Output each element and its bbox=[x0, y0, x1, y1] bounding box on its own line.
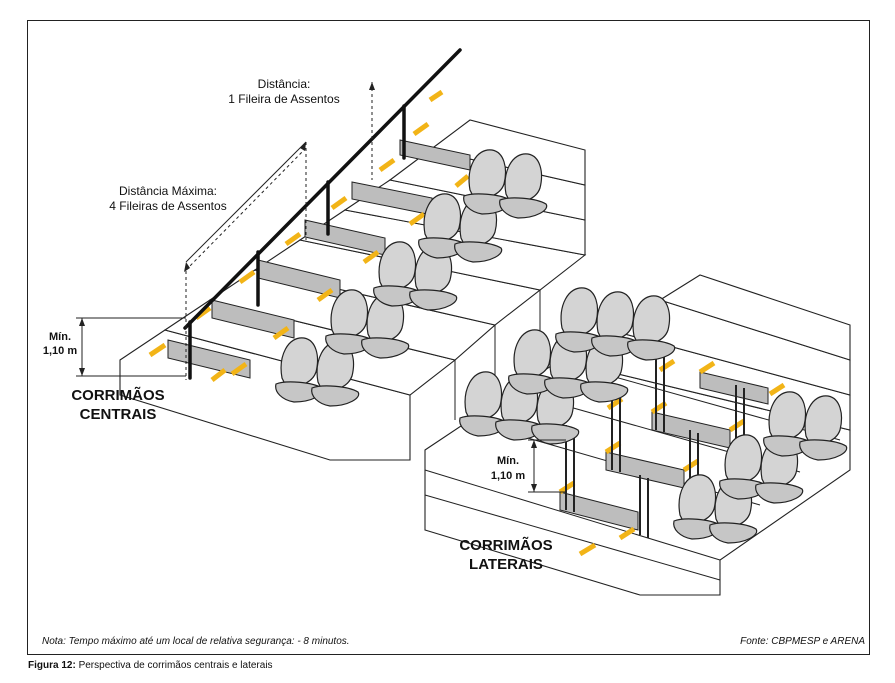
figure-caption-text: Perspectiva de corrimãos centrais e late… bbox=[78, 660, 273, 671]
lateral-handrail-stairs bbox=[424, 274, 851, 596]
min-height-right-line1: Mín. bbox=[497, 455, 519, 467]
central-handrails-title-line1: CORRIMÃOS bbox=[71, 386, 164, 404]
max-distance-label-line2: 4 Fileiras de Assentos bbox=[109, 199, 226, 213]
figure-label: Figura 12: bbox=[28, 660, 76, 671]
lateral-handrails-title-line1: CORRIMÃOS bbox=[459, 536, 552, 554]
min-height-left-line1: Mín. bbox=[49, 331, 71, 343]
distance-label-line2: 1 Fileira de Assentos bbox=[228, 92, 339, 106]
lateral-handrails-title-line2: LATERAIS bbox=[469, 556, 543, 573]
figure-source: Fonte: CBPMESP e ARENA bbox=[740, 636, 865, 647]
min-height-left-line2: 1,10 m bbox=[43, 345, 77, 357]
central-handrails-title-line2: CENTRAIS bbox=[80, 406, 157, 423]
max-distance-label-line1: Distância Máxima: bbox=[119, 184, 217, 198]
figure-caption: Figura 12: Perspectiva de corrimãos cent… bbox=[28, 660, 273, 671]
annotation-labels: Distância: 1 Fileira de Assentos Distânc… bbox=[43, 77, 553, 573]
central-handrail-stairs bbox=[76, 48, 587, 461]
figure-note: Nota: Tempo máximo até um local de relat… bbox=[42, 636, 350, 647]
distance-label-line1: Distância: bbox=[258, 77, 311, 91]
min-height-right-line2: 1,10 m bbox=[491, 470, 525, 482]
